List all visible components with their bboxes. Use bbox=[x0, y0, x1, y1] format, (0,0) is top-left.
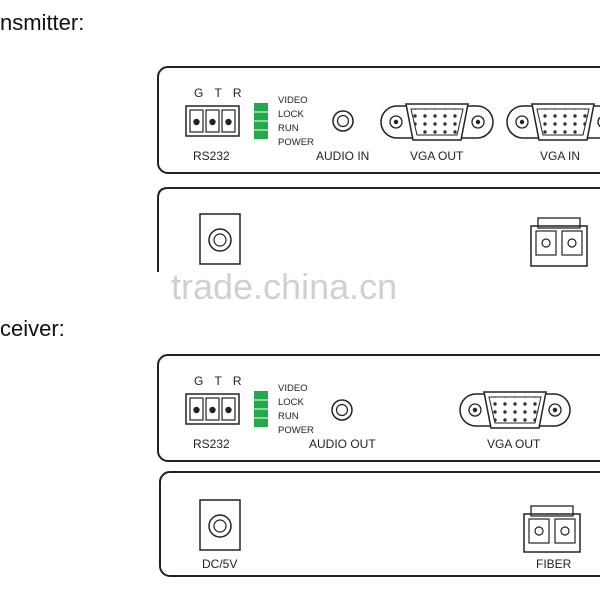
rx-audio-jack-icon bbox=[331, 399, 353, 421]
tx-rs232-label: RS232 bbox=[193, 149, 230, 163]
rx-fiber-port-icon bbox=[523, 505, 581, 553]
rx-led-video: VIDEO bbox=[278, 383, 308, 394]
receiver-heading: ceiver: bbox=[0, 316, 65, 341]
rx-dc-power-jack-icon bbox=[199, 499, 241, 551]
receiver-bottom-panel bbox=[159, 471, 600, 577]
rx-fiber-label: FIBER bbox=[536, 557, 572, 571]
rx-rs232-terminal-icon bbox=[185, 393, 240, 425]
tx-led-video: VIDEO bbox=[278, 95, 308, 106]
rx-led-lock: LOCK bbox=[278, 397, 305, 408]
tx-led-strip-icon bbox=[254, 103, 268, 139]
rx-led-power: POWER bbox=[278, 425, 314, 436]
tx-vga-in-label: VGA IN bbox=[540, 149, 580, 163]
transmitter-top-panel bbox=[157, 66, 600, 174]
tx-led-power: POWER bbox=[278, 137, 314, 148]
rx-led-run: RUN bbox=[278, 411, 299, 422]
tx-led-run: RUN bbox=[278, 123, 299, 134]
tx-vga-out-port-icon bbox=[380, 103, 494, 141]
receiver-top-panel bbox=[157, 354, 600, 462]
tx-vga-out-label: VGA OUT bbox=[410, 149, 464, 163]
transmitter-bottom-panel bbox=[157, 187, 600, 272]
tx-vga-in-port-icon bbox=[506, 103, 600, 141]
rx-rs232-label: RS232 bbox=[193, 437, 230, 451]
tx-rs232-terminal-icon bbox=[185, 105, 240, 137]
rx-audio-label: AUDIO OUT bbox=[309, 437, 376, 451]
rx-led-strip-icon bbox=[254, 391, 268, 427]
rx-vga-out-label: VGA OUT bbox=[487, 437, 541, 451]
transmitter-heading: nsmitter: bbox=[0, 10, 84, 35]
tx-gtr-label: G T R bbox=[194, 86, 246, 100]
tx-audio-label: AUDIO IN bbox=[316, 149, 369, 163]
tx-led-lock: LOCK bbox=[278, 109, 305, 120]
rx-vga-out-port-icon bbox=[459, 391, 571, 429]
tx-fiber-port-icon bbox=[530, 217, 588, 267]
tx-audio-jack-icon bbox=[332, 110, 354, 132]
tx-dc-power-jack-icon bbox=[199, 213, 241, 265]
watermark: trade.china.cn bbox=[171, 266, 397, 307]
rx-gtr-label: G T R bbox=[194, 374, 246, 388]
rx-dc-power-label: DC/5V bbox=[202, 557, 237, 571]
